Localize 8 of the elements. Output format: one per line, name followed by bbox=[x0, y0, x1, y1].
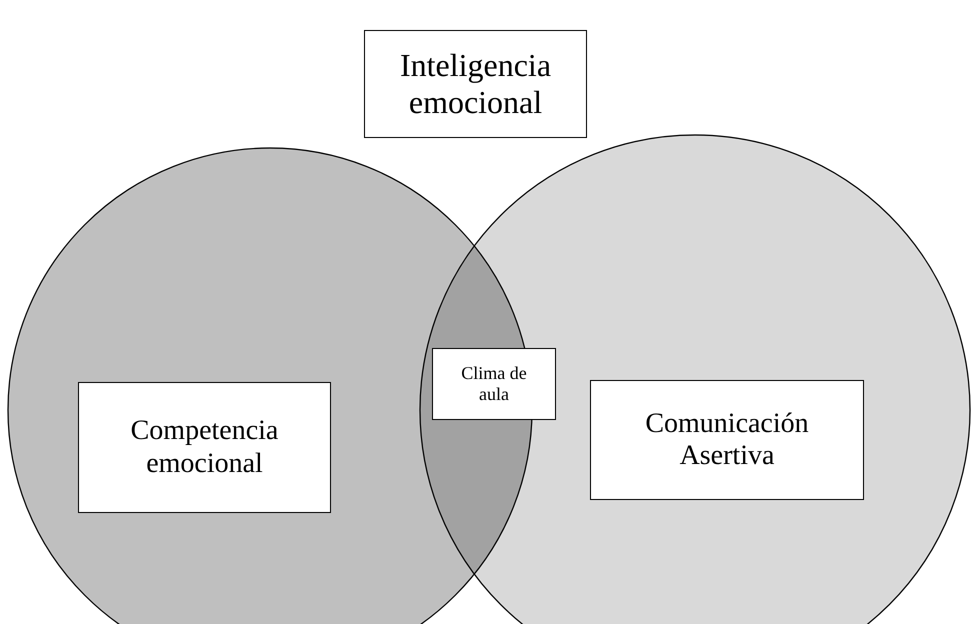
text-box bbox=[364, 30, 587, 138]
box-label: Competencia emocional bbox=[130, 415, 280, 480]
box-label: Comunicación Asertiva bbox=[644, 408, 810, 472]
box-label: Clima de aula bbox=[460, 363, 528, 405]
text-box bbox=[432, 348, 556, 420]
text-box bbox=[590, 380, 864, 500]
box-label: Inteligencia emocional bbox=[398, 47, 552, 121]
text-box bbox=[78, 382, 331, 513]
